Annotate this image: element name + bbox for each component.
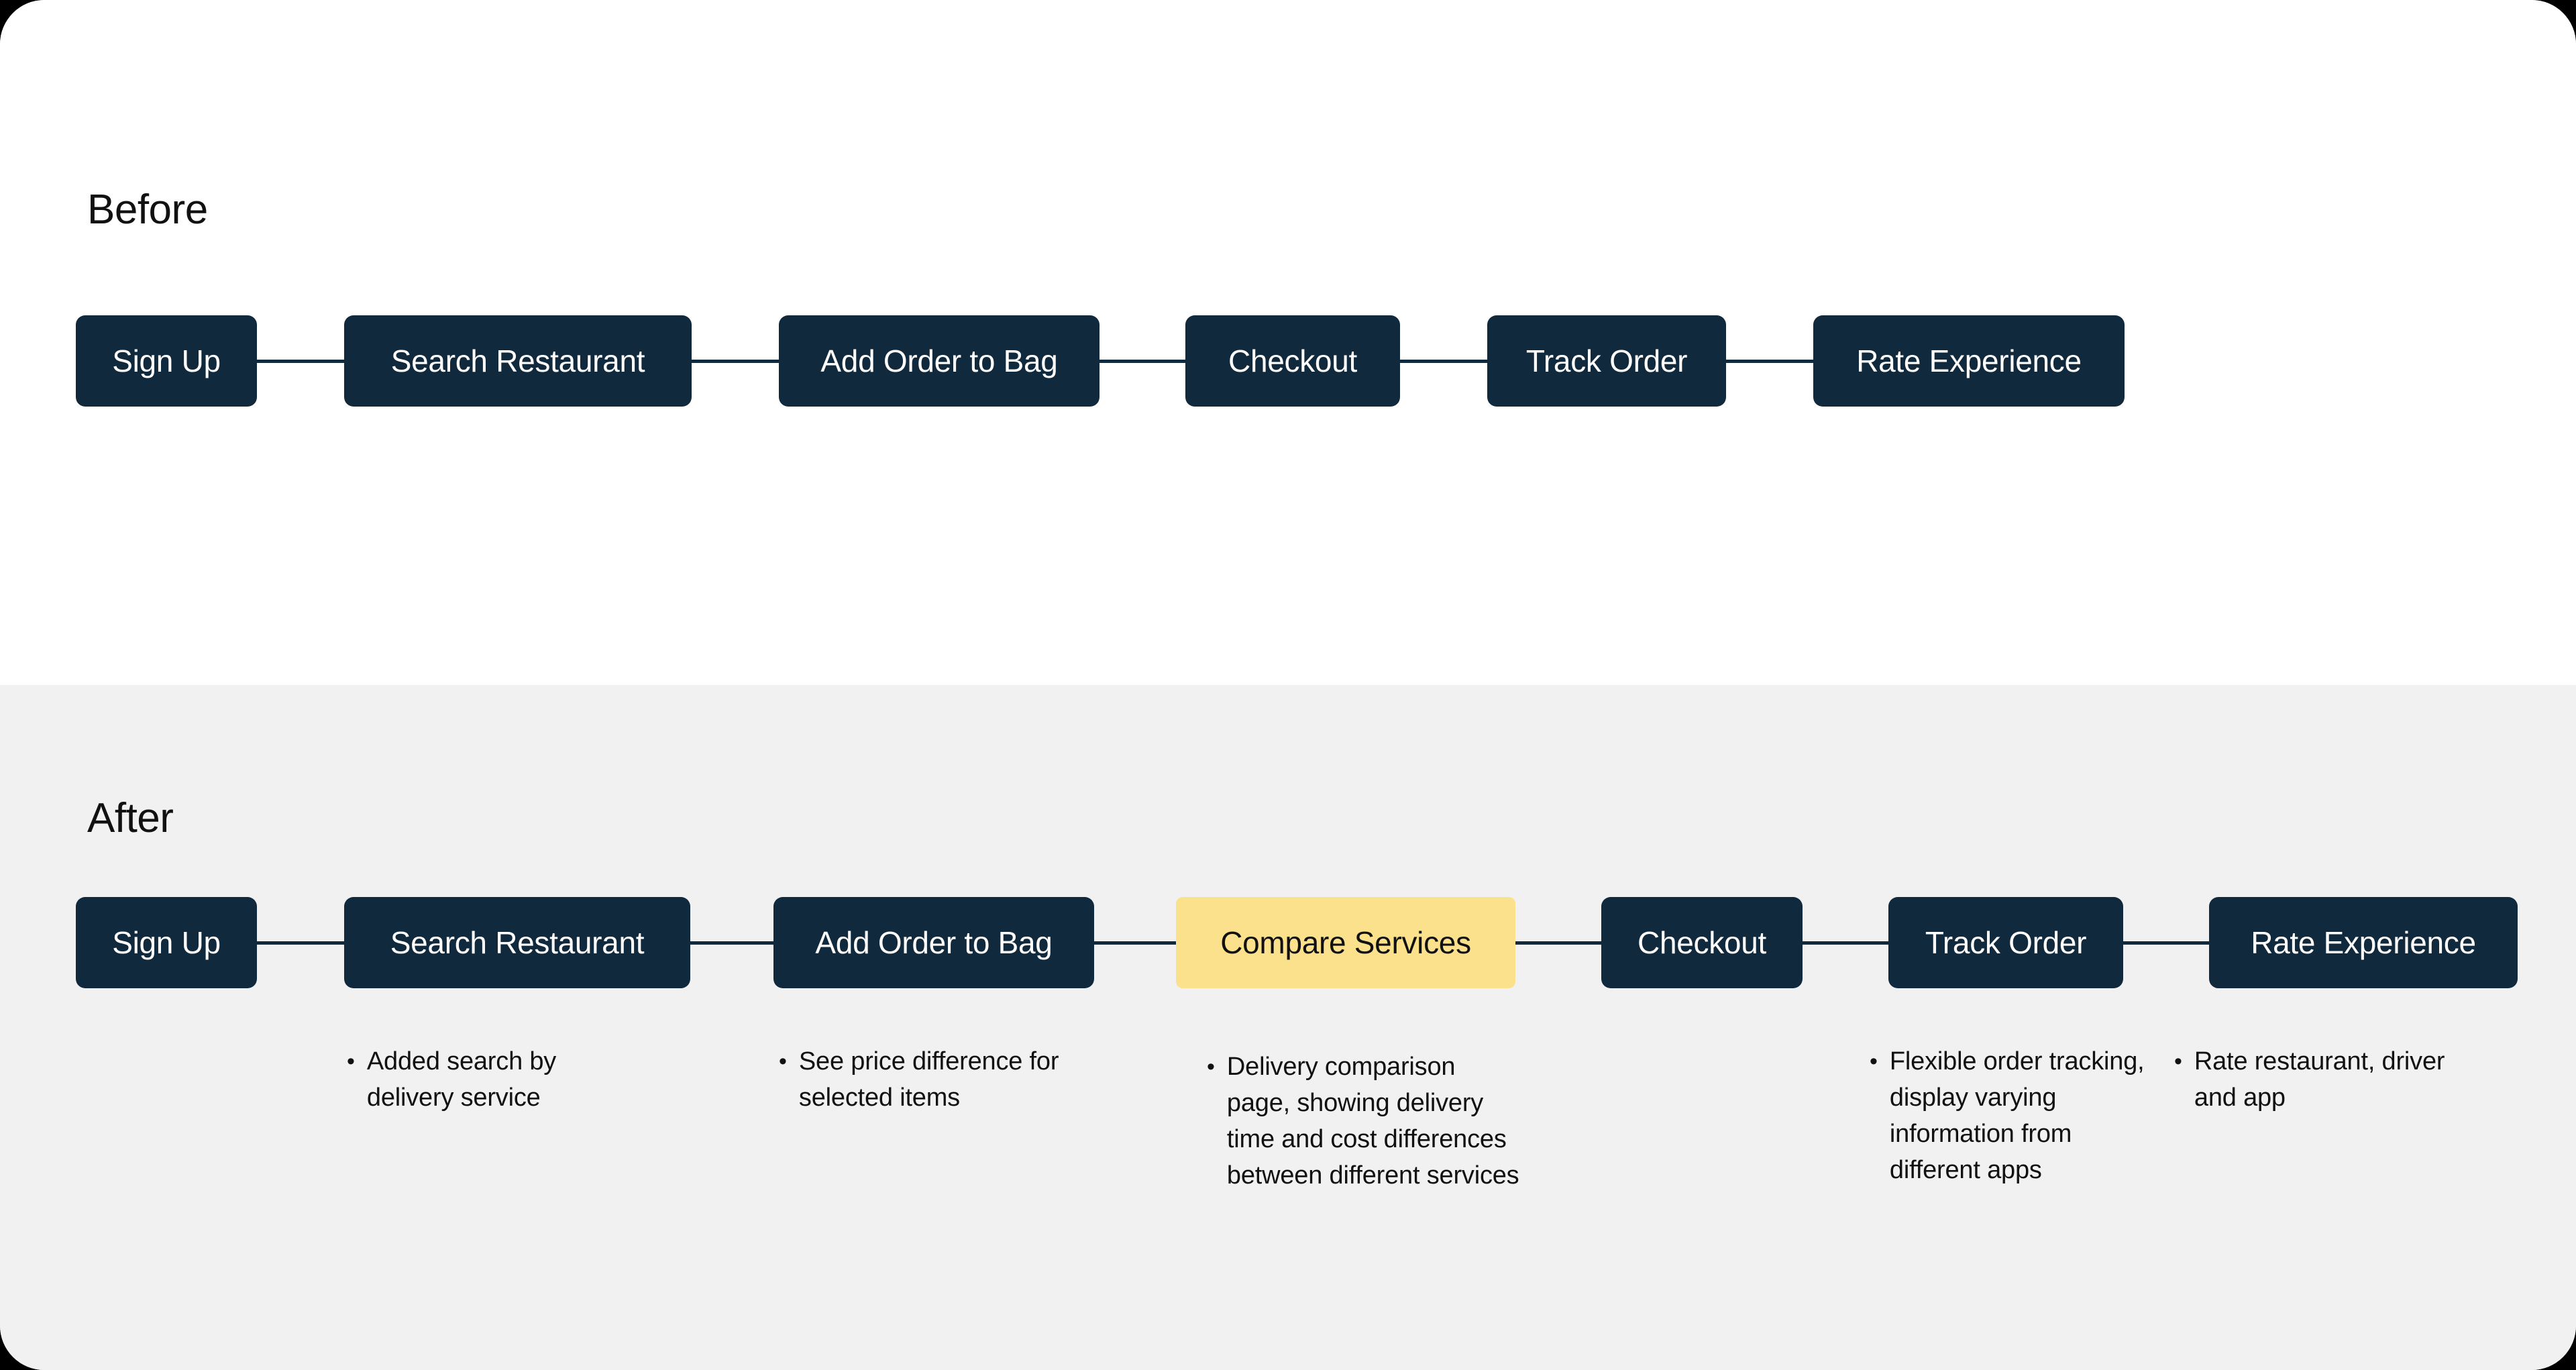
after-node-label: Sign Up: [112, 925, 221, 960]
section-after: After: [0, 685, 2576, 1370]
after-connector-4: [1803, 941, 1888, 945]
after-connector-3: [1515, 941, 1601, 945]
annotation-group: • Added search by delivery service • See pr…: [76, 1043, 2576, 1325]
after-node-3[interactable]: Compare Services: [1176, 897, 1515, 988]
annotation-text: Flexible order tracking, display varying…: [1889, 1047, 2145, 1184]
after-node-2[interactable]: Add Order to Bag: [773, 897, 1094, 988]
after-connector-1: [690, 941, 773, 945]
before-node-label: Checkout: [1228, 344, 1357, 378]
annotation-3: • Flexible order tracking, display varyin…: [1870, 1043, 2158, 1188]
before-node-5[interactable]: Rate Experience: [1813, 315, 2125, 407]
annotation-2: • Delivery comparison page, showing deliv…: [1207, 1049, 1522, 1194]
after-node-1[interactable]: Search Restaurant: [344, 897, 690, 988]
bullet-icon: •: [1207, 1054, 1215, 1079]
before-connector-1: [692, 359, 779, 363]
after-node-label: Add Order to Bag: [815, 925, 1053, 960]
before-node-3[interactable]: Checkout: [1185, 315, 1400, 407]
after-connector-2: [1094, 941, 1176, 945]
before-node-label: Search Restaurant: [390, 344, 645, 378]
after-node-label: Compare Services: [1220, 925, 1471, 960]
before-node-4[interactable]: Track Order: [1487, 315, 1726, 407]
before-node-label: Sign Up: [112, 344, 221, 378]
before-node-1[interactable]: Search Restaurant: [344, 315, 692, 407]
annotation-0: • Added search by delivery service: [347, 1043, 642, 1116]
annotation-1: • See price difference for selected items: [779, 1043, 1074, 1116]
section-title-before: Before: [87, 187, 208, 233]
section-title-after: After: [87, 795, 174, 841]
after-node-label: Checkout: [1638, 925, 1766, 960]
section-before: Before Sign Up Search Restaurant Add Order…: [76, 187, 2125, 407]
annotation-4: • Rate restaurant, driver and app: [2174, 1043, 2469, 1116]
before-node-label: Add Order to Bag: [820, 344, 1058, 378]
after-node-4[interactable]: Checkout: [1601, 897, 1803, 988]
annotation-text: Added search by delivery service: [366, 1047, 557, 1112]
after-node-0[interactable]: Sign Up: [76, 897, 257, 988]
after-node-label: Search Restaurant: [390, 925, 645, 960]
after-node-6[interactable]: Rate Experience: [2209, 897, 2518, 988]
bullet-icon: •: [1870, 1049, 1878, 1074]
after-connector-0: [257, 941, 344, 945]
bullet-icon: •: [347, 1049, 355, 1074]
after-node-label: Track Order: [1925, 925, 2087, 960]
before-connector-0: [257, 359, 344, 363]
before-node-2[interactable]: Add Order to Bag: [779, 315, 1099, 407]
bullet-icon: •: [2174, 1049, 2182, 1074]
before-node-label: Track Order: [1525, 344, 1688, 378]
after-node-label: Rate Experience: [2251, 925, 2476, 960]
after-connector-5: [2123, 941, 2209, 945]
annotation-text: See price difference for selected items: [798, 1047, 1059, 1112]
flow-row-before: Sign Up Search Restaurant Add Order to Bag…: [76, 315, 2125, 407]
before-connector-3: [1400, 359, 1487, 363]
flow-row-after: Sign Up Search Restaurant Add Order to Bag…: [76, 897, 2518, 988]
before-connector-4: [1726, 359, 1813, 363]
annotation-text: Rate restaurant, driver and app: [2194, 1047, 2445, 1112]
after-node-5[interactable]: Track Order: [1888, 897, 2123, 988]
before-node-0[interactable]: Sign Up: [76, 315, 257, 407]
annotation-text: Delivery comparison page, showing delive…: [1226, 1053, 1519, 1190]
bullet-icon: •: [779, 1049, 787, 1074]
before-node-label: Rate Experience: [1856, 344, 2082, 378]
before-connector-2: [1099, 359, 1185, 363]
